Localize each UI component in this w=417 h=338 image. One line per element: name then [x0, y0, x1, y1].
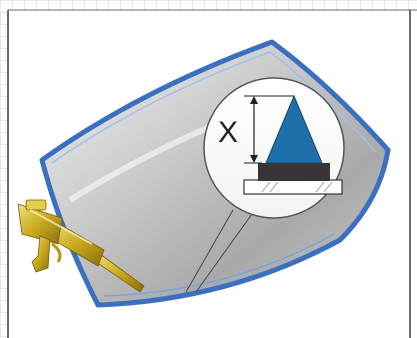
glass-section: [244, 180, 342, 194]
magnifier-callout: X: [204, 78, 344, 218]
primer-base: [258, 163, 330, 181]
dimension-label: X: [218, 116, 238, 149]
